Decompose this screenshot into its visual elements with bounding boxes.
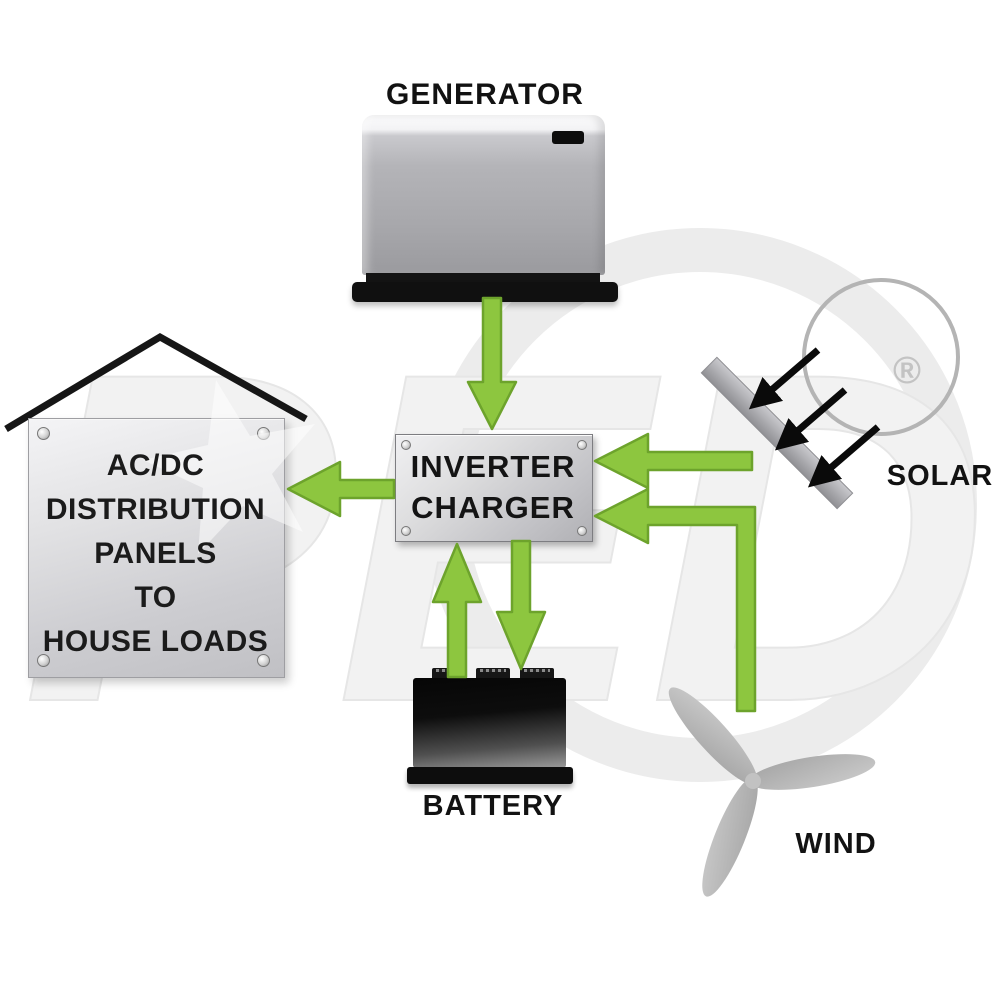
turbine-blade bbox=[748, 754, 876, 790]
sunlight-arrow bbox=[748, 347, 821, 410]
solar-panel bbox=[700, 356, 854, 510]
arrow-battery-to-inverter bbox=[431, 542, 483, 679]
screw bbox=[257, 427, 270, 440]
generator-base-plate bbox=[352, 282, 618, 302]
screw bbox=[401, 526, 411, 536]
house-roof bbox=[4, 332, 308, 433]
sunlight-arrows bbox=[748, 347, 881, 488]
distribution-panel-label-line: AC/DC bbox=[106, 449, 205, 482]
generator-vent-slot bbox=[552, 131, 584, 144]
arrow-inverter-to-panels bbox=[286, 460, 396, 518]
wind-turbine bbox=[668, 687, 876, 897]
battery-body bbox=[413, 678, 566, 768]
generator-label: GENERATOR bbox=[386, 78, 584, 111]
battery-base bbox=[407, 767, 573, 784]
registered-trademark-symbol: ® bbox=[893, 350, 921, 392]
screw bbox=[37, 654, 50, 667]
sunlight-arrow bbox=[774, 387, 848, 451]
arrow-solar-to-inverter bbox=[593, 432, 754, 490]
distribution-panel-label-line: TO bbox=[134, 581, 177, 614]
inverter-charger-label-line: INVERTER bbox=[410, 449, 576, 484]
screw bbox=[37, 427, 50, 440]
sunlight-arrow bbox=[807, 424, 881, 488]
inverter-charger-label-line: CHARGER bbox=[411, 490, 575, 525]
screw bbox=[401, 440, 411, 450]
arrow-generator-to-inverter bbox=[466, 296, 518, 431]
turbine-hub bbox=[745, 773, 761, 789]
solar-label: SOLAR bbox=[886, 460, 994, 492]
battery-label: BATTERY bbox=[422, 790, 564, 822]
turbine-blade bbox=[668, 687, 758, 785]
screw bbox=[257, 654, 270, 667]
inverter-charger-label: INVERTER CHARGER bbox=[395, 446, 591, 528]
turbine-blade bbox=[702, 777, 758, 897]
distribution-panel-label-line: HOUSE LOADS bbox=[42, 625, 269, 658]
distribution-panel-label-line: PANELS bbox=[94, 537, 217, 570]
arrow-wind-to-inverter bbox=[593, 487, 757, 713]
wind-label: WIND bbox=[795, 828, 877, 860]
distribution-panel-label-line: DISTRIBUTION bbox=[45, 493, 266, 526]
sun-circle bbox=[802, 278, 960, 436]
arrow-inverter-to-battery bbox=[495, 539, 547, 671]
distribution-panel-label: AC/DC DISTRIBUTION PANELS TO HOUSE LOADS bbox=[28, 444, 283, 664]
